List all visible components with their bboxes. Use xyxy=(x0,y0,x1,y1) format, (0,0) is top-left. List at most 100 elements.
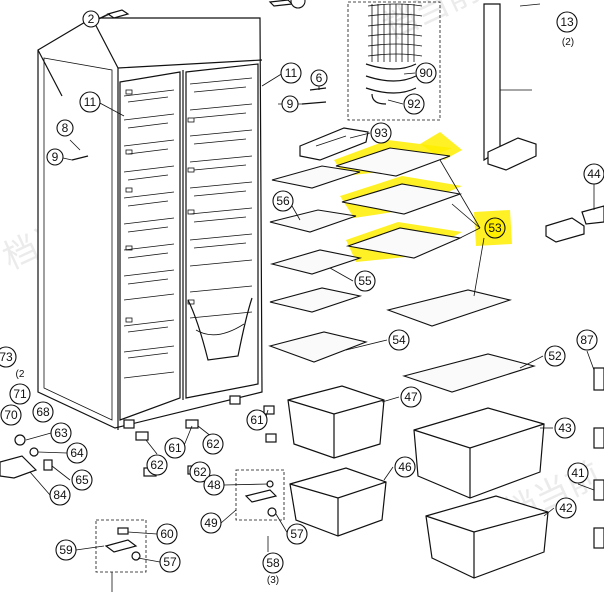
part-93-cover xyxy=(299,127,369,161)
callout-62: 62 xyxy=(202,433,224,455)
callout-circle xyxy=(286,523,308,545)
callout-11: 11 xyxy=(280,62,302,84)
callout-49: 49 xyxy=(200,512,222,534)
callout-9: 9 xyxy=(281,95,299,113)
callout-62: 62 xyxy=(189,461,211,483)
callout-number: 61 xyxy=(168,441,182,455)
callout-6: 6 xyxy=(310,69,328,87)
callout-circle xyxy=(281,95,299,113)
callout-number: 6 xyxy=(316,71,323,85)
callout-circle xyxy=(46,148,64,166)
callout-circle xyxy=(415,62,437,84)
callout-number: 46 xyxy=(398,460,412,474)
callout-61: 61 xyxy=(164,437,186,459)
callout-circle xyxy=(246,409,268,431)
callout-circle xyxy=(32,401,54,423)
callout-number: 70 xyxy=(4,408,18,422)
callout-number: 13 xyxy=(560,15,574,29)
callout-59: 59 xyxy=(55,539,77,561)
callout-circle xyxy=(0,346,17,368)
crisper-bins xyxy=(287,385,549,579)
callout-circle xyxy=(555,497,577,519)
callout-42: 42 xyxy=(555,497,577,519)
callout-55: 55 xyxy=(354,270,376,292)
callout-circle xyxy=(49,484,71,506)
callout-circle xyxy=(272,190,294,212)
callout-8: 8 xyxy=(56,119,74,137)
callout-number: 90 xyxy=(419,66,433,80)
callout-circle xyxy=(50,422,72,444)
callout-number: 43 xyxy=(558,421,572,435)
callout-circle xyxy=(202,433,224,455)
callout-circle xyxy=(156,523,178,545)
callout-number: 93 xyxy=(374,126,388,140)
callout-number: 87 xyxy=(580,333,594,347)
callout-circle xyxy=(310,69,328,87)
callout-number: 47 xyxy=(404,390,418,404)
callout-circle xyxy=(576,329,598,351)
quantity-notes: (2) (2 (3) xyxy=(16,37,575,586)
callout-number: 8 xyxy=(62,121,69,135)
callout-number: 62 xyxy=(193,465,207,479)
quantity-note: (2 xyxy=(16,369,25,380)
callout-60: 60 xyxy=(156,523,178,545)
callout-number: 57 xyxy=(163,555,177,569)
callout-number: 62 xyxy=(206,437,220,451)
callout-circle xyxy=(394,456,416,478)
callout-63: 63 xyxy=(50,422,72,444)
callout-circle xyxy=(66,442,88,464)
callout-number: 59 xyxy=(59,543,73,557)
callout-number: 11 xyxy=(84,95,97,109)
evaporator-assembly xyxy=(347,1,441,121)
callout-circle xyxy=(370,122,392,144)
callout-number: 55 xyxy=(358,274,372,288)
callout-number: 68 xyxy=(36,405,50,419)
callout-61: 61 xyxy=(246,409,268,431)
callout-93: 93 xyxy=(370,122,392,144)
callout-circle xyxy=(200,512,222,534)
callout-circle xyxy=(583,163,604,185)
callout-circle xyxy=(55,539,77,561)
callout-2: 2 xyxy=(82,10,100,28)
callout-number: 44 xyxy=(587,167,601,181)
right-edge-parts xyxy=(545,205,604,549)
small-hardware xyxy=(0,405,285,592)
bin-42 xyxy=(425,495,549,579)
callout-number: 60 xyxy=(160,527,174,541)
callout-circle xyxy=(354,270,376,292)
callout-number: 54 xyxy=(392,333,406,347)
callout-circle xyxy=(79,91,101,113)
callout-number: 92 xyxy=(407,97,421,111)
callout-number: 84 xyxy=(53,488,67,502)
callout-circle xyxy=(203,474,225,496)
callout-62: 62 xyxy=(146,454,168,476)
callout-number: 41 xyxy=(571,466,585,480)
callout-84: 84 xyxy=(49,484,71,506)
callout-circle xyxy=(159,551,181,573)
callout-number: 9 xyxy=(52,150,59,164)
callout-41: 41 xyxy=(567,462,589,484)
callout-number: 56 xyxy=(276,194,290,208)
callout-number: 49 xyxy=(204,516,218,530)
callout-number: 73 xyxy=(0,350,13,364)
callout-9: 9 xyxy=(46,148,64,166)
callout-46: 46 xyxy=(394,456,416,478)
callout-circle xyxy=(146,454,168,476)
part-5-top xyxy=(268,0,306,9)
bin-47 xyxy=(287,385,385,459)
quantity-note: (2) xyxy=(562,37,574,48)
callout-number: 2 xyxy=(88,12,95,26)
callout-number: 61 xyxy=(250,413,264,427)
callout-13: 13 xyxy=(556,11,578,33)
callout-circle xyxy=(544,345,566,367)
bin-46 xyxy=(289,467,387,537)
callout-number: 71 xyxy=(13,387,27,401)
refrigerator-cabinet xyxy=(37,17,263,430)
quantity-note: (3) xyxy=(267,575,279,586)
callout-11: 11 xyxy=(79,91,101,113)
callout-57: 57 xyxy=(286,523,308,545)
callout-57: 57 xyxy=(159,551,181,573)
callout-circle xyxy=(56,119,74,137)
